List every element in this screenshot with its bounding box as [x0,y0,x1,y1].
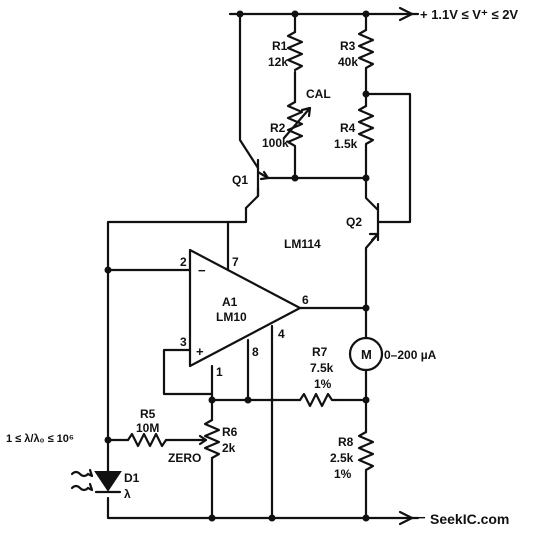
supply-label: + 1.1V ≤ V⁺ ≤ 2V [420,7,518,22]
junctions [104,10,370,522]
a1-ref: A1 [222,295,238,309]
r6-value: 2k [222,441,236,455]
input-range-label: 1 ≤ λ/λ₀ ≤ 10⁶ [6,433,74,445]
photodiode-d1 [70,468,122,494]
d1-ref: D1 [124,471,140,485]
meter-symbol: M [361,347,372,362]
supply-arrow-icon [398,6,414,22]
q2-ref: Q2 [346,215,362,229]
r1-ref: R1 [272,39,288,53]
inverting-sign: − [198,263,206,278]
r8-tolerance: 1% [334,467,352,481]
r7-value: 7.5k [310,361,334,375]
r7-ref: R7 [312,345,328,359]
pin-2: 2 [180,255,187,269]
resistor-r8 [357,430,375,480]
transistor-q1 [256,158,270,198]
wires [106,12,420,520]
pin-6: 6 [302,293,309,307]
pin-7: 7 [232,255,239,269]
r1-value: 12k [268,55,288,69]
resistor-r7 [298,392,338,408]
resistor-r2 [286,100,304,152]
noninverting-sign: + [196,344,204,359]
pin-1: 1 [216,365,223,379]
r3-ref: R3 [340,39,356,53]
r2-value: 100k [262,136,289,150]
r2-cal-arrow [282,106,312,140]
pin-8: 8 [252,345,259,359]
watermark: SeekIC.com [430,511,509,527]
r5-ref: R5 [140,407,156,421]
resistor-r5 [126,432,170,448]
a1-part: LM10 [216,310,247,324]
potentiometer-r6 [198,418,221,460]
r6-zero-label: ZERO [168,451,201,465]
r6-ref: R6 [222,425,238,439]
r2-ref: R2 [270,121,286,135]
lm114-label: LM114 [284,237,321,251]
resistor-r3 [357,28,375,74]
r4-value: 1.5k [334,137,358,151]
resistor-r1 [286,30,304,72]
r2-cal-label: CAL [306,87,331,101]
ground-label: − [418,510,426,525]
pin-3: 3 [180,335,187,349]
transistor-q2 [368,202,394,242]
resistor-r4 [357,104,375,154]
q1-ref: Q1 [232,173,248,187]
meter-m [348,336,384,372]
r4-ref: R4 [340,121,356,135]
r7-tolerance: 1% [314,377,332,391]
r8-value: 2.5k [330,451,354,465]
pin-4: 4 [278,327,285,341]
r5-value: 10M [136,421,159,435]
meter-range: 0–200 µA [384,348,437,362]
d1-lambda: λ [124,487,131,501]
r3-value: 40k [338,55,358,69]
ground-arrow-icon [398,510,414,526]
opamp-a1 [188,248,302,368]
r8-ref: R8 [338,435,354,449]
